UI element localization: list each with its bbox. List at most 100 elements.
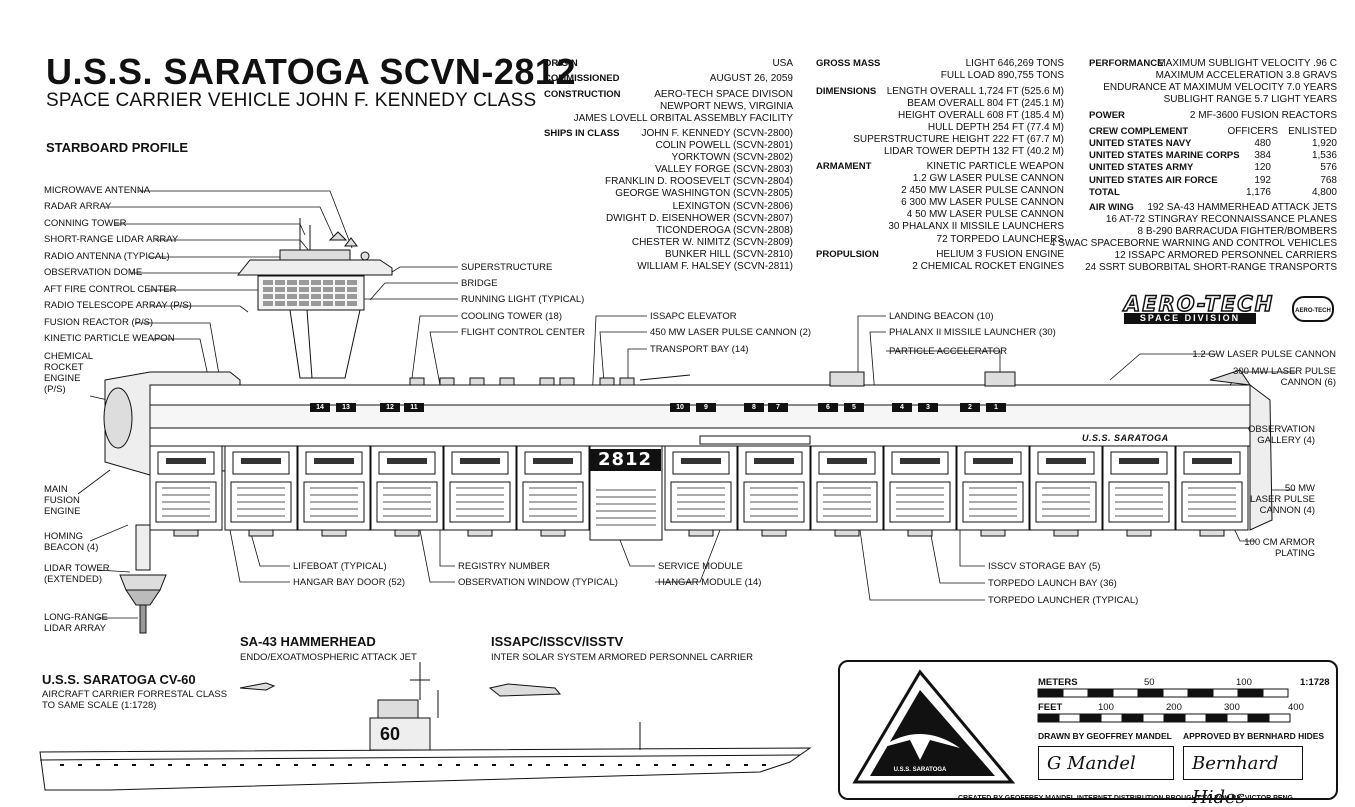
leader-line: [655, 529, 721, 583]
dome-window: [275, 287, 285, 292]
callout-line: ROCKET: [44, 362, 84, 373]
ship-item: FRANKLIN D. ROOSEVELT (SCVN-2804): [604, 176, 793, 188]
porthole: [60, 764, 64, 766]
spec-line: BEAM OVERALL 804 FT (245.1 M): [907, 98, 1064, 110]
callout-50mw-cannon: 50 MW LASER PULSE CANNON (4): [1250, 483, 1315, 516]
dome-window: [347, 301, 357, 306]
callout-issapc-elevator: ISSAPC ELEVATOR: [650, 311, 737, 322]
spec-line: 2 CHEMICAL ROCKET ENGINES: [912, 261, 1064, 273]
dome-window: [323, 287, 333, 292]
approved-by-label: APPROVED BY BERNHARD HIDES: [1183, 731, 1325, 741]
hangar-module: [737, 445, 811, 537]
crew-row-officers: 384: [1254, 150, 1271, 162]
dome-window: [335, 280, 345, 285]
spec-label-crew: CREW COMPLEMENT: [1089, 126, 1189, 137]
bay-number: 3: [926, 404, 930, 411]
callout-line: PLATING: [1275, 548, 1315, 559]
bay-number: 9: [704, 404, 708, 411]
crew-row-enlisted: 768: [1320, 174, 1337, 186]
leader-line: [1109, 353, 1217, 381]
ship-item: WILLIAM F. HALSEY (SCVN-2811): [637, 261, 793, 273]
ship-hull: [103, 369, 1273, 541]
leader-line: [96, 569, 131, 573]
callout-landing-beacon: LANDING BEACON (10): [889, 311, 994, 322]
hangar-module: [1029, 445, 1103, 537]
callout-left-label: RADIO TELESCOPE ARRAY (P/S): [44, 300, 192, 311]
leader-line: [229, 529, 290, 583]
callout-line: ENGINE: [44, 373, 81, 384]
spec-line: LENGTH OVERALL 1,724 FT (525.6 M): [886, 86, 1064, 97]
spec-props-list: HELIUM 3 FUSION ENGINE 2 CHEMICAL ROCKET…: [912, 249, 1064, 273]
scale-feet-tick: 300: [1224, 702, 1240, 713]
hangar-module: [224, 445, 298, 537]
spec-line: FULL LOAD 890,755 TONS: [940, 70, 1064, 82]
dome-window: [311, 287, 321, 292]
bay-number: 14: [316, 404, 324, 411]
bay-tab: [844, 403, 864, 412]
porthole: [168, 764, 172, 766]
callout-left-label: RADIO ANTENNA (TYPICAL): [44, 251, 170, 262]
crew-header-enlisted: ENLISTED: [1288, 126, 1337, 137]
bay-number: 10: [676, 404, 684, 411]
leader-line: [150, 338, 211, 386]
hangar-module: [297, 445, 371, 537]
scale-bars: [1037, 688, 1291, 723]
leader-line: [411, 315, 458, 379]
crew-row-enlisted: 1,536: [1311, 150, 1337, 162]
dome-window: [299, 294, 309, 299]
ship-item: YORKTOWN (SCVN-2802): [671, 152, 793, 164]
porthole: [276, 764, 280, 766]
callout-lifeboat: LIFEBOAT (TYPICAL): [293, 561, 387, 572]
leader-line: [886, 350, 1001, 372]
callout-line: CANNON (4): [1259, 505, 1315, 516]
fusion-engine-nozzle: [103, 387, 133, 449]
hangar-module: [883, 445, 957, 537]
callout-service-module: SERVICE MODULE: [658, 561, 743, 572]
hangar-module: [149, 445, 223, 537]
porthole: [96, 764, 100, 766]
hangar-module: [956, 445, 1030, 537]
callout-left-label: SHORT-RANGE LIDAR ARRAY: [44, 234, 179, 245]
sa43-subtitle: ENDO/EXOATMOSPHERIC ATTACK JET: [240, 652, 417, 663]
crew-row-officers: 480: [1254, 138, 1271, 149]
observation-windows: [699, 435, 811, 445]
ship-item: BUNKER HILL (SCVN-2810): [664, 248, 793, 260]
callout-left-label: KINETIC PARTICLE WEAPON: [44, 333, 175, 344]
callout-left-label: MICROWAVE ANTENNA: [44, 185, 151, 196]
dome-window: [335, 287, 345, 292]
porthole: [564, 764, 568, 766]
cv60-sub-line: TO SAME SCALE (1:1728): [42, 700, 157, 711]
leader-line: [627, 348, 647, 378]
callout-superstructure: SUPERSTRUCTURE: [461, 262, 553, 273]
spec-line: MAXIMUM ACCELERATION 3.8 GRAVS: [1155, 70, 1337, 82]
spec-line: 12 ISSAPC ARMORED PERSONNEL CARRIERS: [1114, 250, 1337, 262]
page-subtitle: SPACE CARRIER VEHICLE JOHN F. KENNEDY CL…: [46, 90, 537, 111]
scale-feet-tick: 200: [1166, 702, 1182, 713]
spec-label-propulsion: PROPULSION: [816, 249, 879, 260]
credits-line: CREATED BY GEOFFREY MANDEL INTERNET DIST…: [958, 795, 1293, 802]
spec-line: 2 450 MW LASER PULSE CANNON: [901, 185, 1064, 197]
title-block: [838, 660, 1338, 800]
callout-flight-control-center: FLIGHT CONTROL CENTER: [461, 327, 586, 338]
spec-line: MAXIMUM SUBLIGHT VELOCITY .96 C: [1157, 58, 1337, 69]
porthole: [708, 764, 712, 766]
lidar-tower: [119, 524, 167, 634]
bay-tab: [744, 403, 764, 412]
bay-tab: [960, 403, 980, 412]
aerotech-badge: AERO-TECH: [1292, 296, 1334, 322]
ship-item: DWIGHT D. EISENHOWER (SCVN-2807): [605, 212, 793, 224]
callout-particle-accelerator: PARTICLE ACCELERATOR: [889, 346, 1008, 357]
page-title: U.S.S. SARATOGA SCVN-2812: [46, 51, 576, 92]
dome-window: [347, 280, 357, 285]
aerotech-logo-text: AERO-TECH: [1123, 292, 1275, 316]
porthole: [384, 764, 388, 766]
callout-left-label: AFT FIRE CONTROL CENTER: [44, 284, 177, 295]
drawn-by-label: DRAWN BY GEOFFREY MANDEL: [1038, 731, 1172, 741]
dome-window: [347, 294, 357, 299]
crew-row-name: UNITED STATES AIR FORCE: [1089, 174, 1218, 186]
callout-left-label: RADAR ARRAY: [44, 201, 112, 212]
dome-window: [263, 280, 273, 285]
scale-meters-tick-100: 100: [1236, 677, 1252, 688]
spec-value-commissioned: AUGUST 26, 2059: [709, 73, 793, 84]
